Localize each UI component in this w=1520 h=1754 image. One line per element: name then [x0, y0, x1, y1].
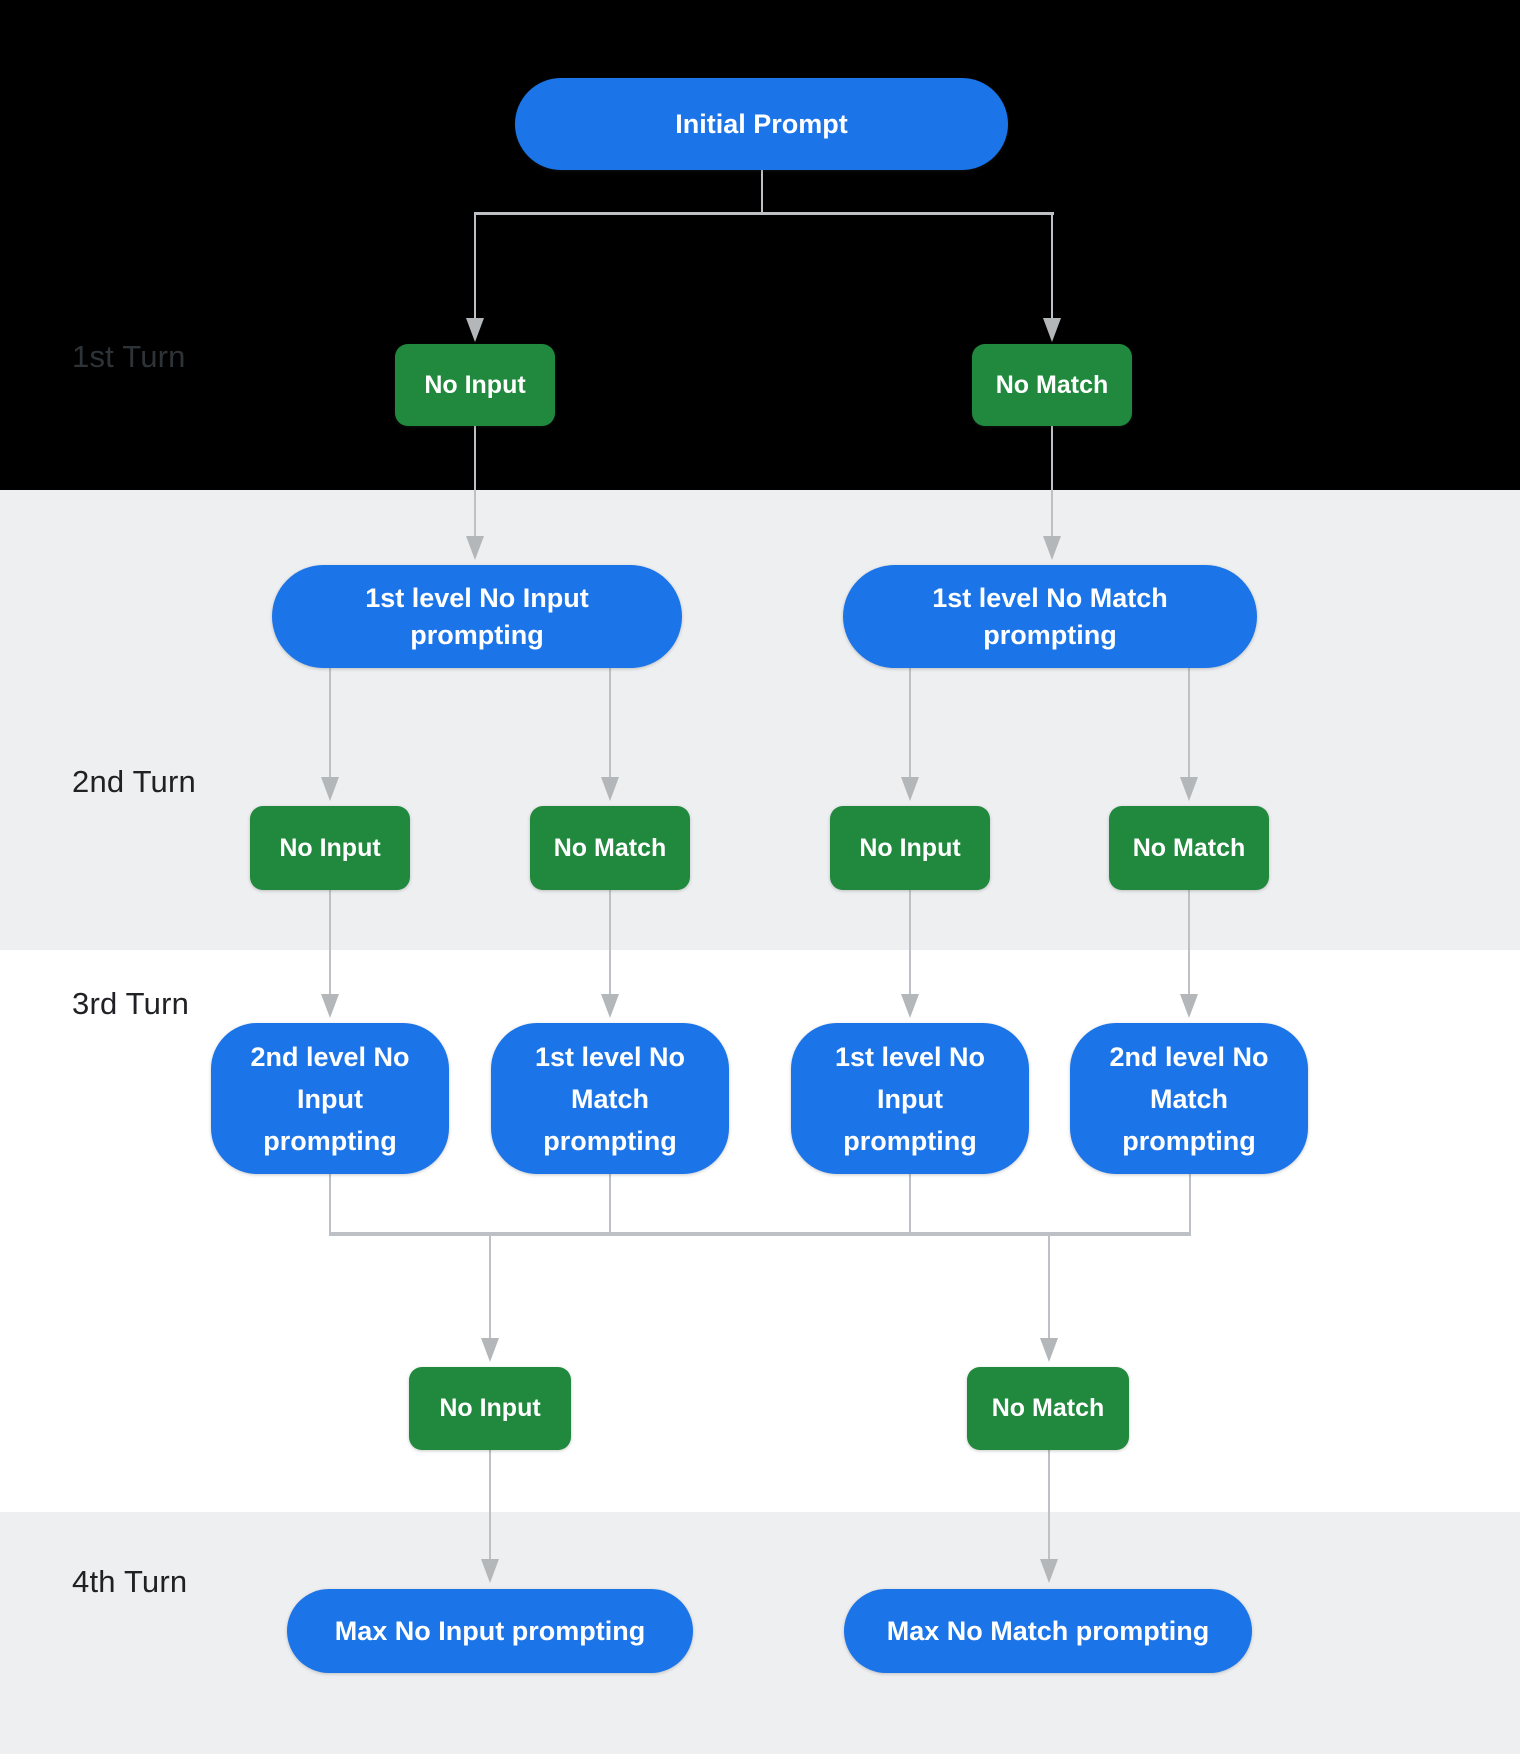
connector-line — [474, 212, 476, 318]
arrowhead-down-icon — [481, 1559, 499, 1583]
node-no-match-turn1: No Match — [972, 344, 1132, 426]
connector-line — [609, 668, 611, 777]
band-4th-turn — [0, 1512, 1520, 1754]
arrowhead-down-icon — [466, 318, 484, 342]
node-no-match-turn2-a: No Match — [530, 806, 690, 890]
band-2nd-turn — [0, 490, 1520, 950]
connector-line — [489, 1450, 491, 1559]
connector-line — [1189, 1174, 1191, 1235]
node-no-match-turn2-b: No Match — [1109, 806, 1269, 890]
band-1st-turn — [0, 0, 1520, 490]
arrowhead-down-icon — [901, 777, 919, 801]
connector-line — [609, 1174, 611, 1235]
arrowhead-down-icon — [1043, 536, 1061, 560]
node-max-no-input-prompting: Max No Input prompting — [287, 1589, 693, 1673]
node-no-input-turn2-b: No Input — [830, 806, 990, 890]
arrowhead-down-icon — [901, 994, 919, 1018]
arrowhead-down-icon — [1043, 318, 1061, 342]
connector-line — [909, 668, 911, 777]
arrowhead-down-icon — [321, 994, 339, 1018]
node-1st-level-no-input-prompting-2: 1st level No Input prompting — [791, 1023, 1029, 1174]
node-1st-level-no-match-prompting: 1st level No Match prompting — [843, 565, 1257, 668]
connector-line — [474, 212, 1054, 215]
merge-connector-line — [329, 1232, 1191, 1236]
connector-line — [474, 426, 476, 536]
connector-line — [329, 1174, 331, 1235]
connector-line — [609, 890, 611, 994]
connector-line — [1051, 212, 1053, 318]
arrowhead-down-icon — [321, 777, 339, 801]
connector-line — [909, 890, 911, 994]
connector-line — [1048, 1450, 1050, 1559]
connector-line — [1051, 426, 1053, 536]
arrowhead-down-icon — [1180, 994, 1198, 1018]
connector-line — [329, 668, 331, 777]
node-2nd-level-no-input-prompting: 2nd level No Input prompting — [211, 1023, 449, 1174]
arrowhead-down-icon — [466, 536, 484, 560]
connector-line — [329, 890, 331, 994]
turn-label-1: 1st Turn — [72, 339, 186, 374]
node-1st-level-no-input-prompting: 1st level No Input prompting — [272, 565, 682, 668]
connector-line — [761, 170, 763, 214]
turn-label-4: 4th Turn — [72, 1564, 188, 1599]
node-max-no-match-prompting: Max No Match prompting — [844, 1589, 1252, 1673]
node-no-input-turn2-a: No Input — [250, 806, 410, 890]
turn-label-2: 2nd Turn — [72, 764, 196, 799]
arrowhead-down-icon — [1040, 1338, 1058, 1362]
node-no-input-turn1: No Input — [395, 344, 555, 426]
arrowhead-down-icon — [481, 1338, 499, 1362]
turn-label-3: 3rd Turn — [72, 986, 190, 1021]
arrowhead-down-icon — [1040, 1559, 1058, 1583]
connector-line — [1048, 1234, 1050, 1338]
node-initial-prompt: Initial Prompt — [515, 78, 1008, 170]
node-1st-level-no-match-prompting-2: 1st level No Match prompting — [491, 1023, 729, 1174]
node-no-match-turn3: No Match — [967, 1367, 1129, 1450]
arrowhead-down-icon — [601, 777, 619, 801]
node-no-input-turn3: No Input — [409, 1367, 571, 1450]
connector-line — [489, 1234, 491, 1338]
connector-line — [909, 1174, 911, 1235]
connector-line — [1188, 668, 1190, 777]
connector-line — [1188, 890, 1190, 994]
arrowhead-down-icon — [601, 994, 619, 1018]
arrowhead-down-icon — [1180, 777, 1198, 801]
node-2nd-level-no-match-prompting: 2nd level No Match prompting — [1070, 1023, 1308, 1174]
